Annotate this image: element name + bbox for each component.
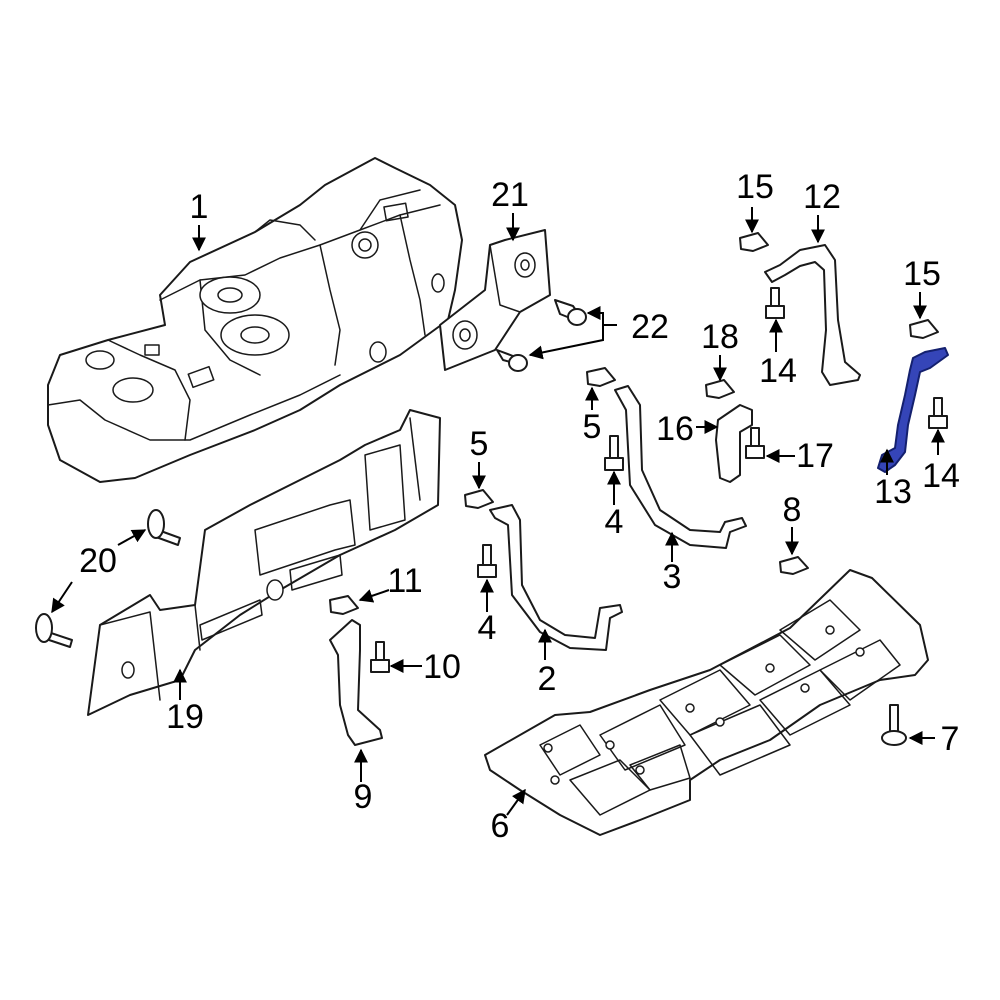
- clip-15-left: [739, 232, 769, 252]
- clip-5-lower: [464, 489, 494, 509]
- pin-7: [881, 704, 907, 746]
- callout-7: 7: [941, 720, 960, 758]
- callout-2: 2: [538, 660, 557, 698]
- callout-21: 21: [491, 176, 529, 214]
- callout-16: 16: [656, 410, 694, 448]
- callout-9: 9: [354, 778, 373, 816]
- callout-10: 10: [423, 648, 461, 686]
- clip-15-right: [909, 319, 939, 339]
- callout-19: 19: [166, 698, 204, 736]
- callout-3: 3: [663, 558, 682, 596]
- fuel-tank: [47, 157, 463, 483]
- skid-plate: [484, 569, 929, 836]
- bolt-4-lower: [477, 544, 497, 578]
- bracket-16: [715, 404, 753, 483]
- bolt-22-lower: [496, 349, 528, 372]
- callout-12: 12: [803, 178, 841, 216]
- callout-20: 20: [79, 542, 117, 580]
- tank-strap-12: [764, 244, 861, 386]
- callout-15-left: 15: [736, 168, 774, 206]
- bracket-9: [329, 619, 383, 746]
- clip-11: [329, 595, 359, 615]
- callout-4-upper: 4: [605, 503, 624, 541]
- bolt-4-upper: [604, 435, 624, 471]
- callout-5-upper: 5: [583, 408, 602, 446]
- fuel-tank-shield: [439, 229, 551, 371]
- callout-15-right: 15: [903, 255, 941, 293]
- clip-18: [705, 379, 735, 399]
- callout-14-right: 14: [922, 457, 960, 495]
- bolt-14-right: [928, 397, 948, 429]
- clip-5-upper: [586, 367, 616, 387]
- bolt-10: [370, 641, 390, 673]
- callout-13: 13: [874, 473, 912, 511]
- callout-11: 11: [387, 562, 422, 600]
- callout-4-lower: 4: [478, 609, 497, 647]
- bolt-14-left: [765, 287, 785, 319]
- tank-strap-2: [489, 504, 623, 651]
- clip-8: [779, 556, 809, 575]
- callout-14-left: 14: [759, 352, 797, 390]
- bolt-22-upper: [554, 299, 587, 326]
- callout-8: 8: [783, 491, 802, 529]
- callout-6: 6: [491, 807, 510, 845]
- callout-18: 18: [701, 318, 739, 356]
- side-heat-shield: [87, 409, 441, 716]
- callout-1: 1: [190, 188, 209, 226]
- pin-20-right: [147, 509, 181, 546]
- pin-20-left: [35, 613, 73, 648]
- callout-17: 17: [796, 437, 834, 475]
- callout-5-lower: 5: [470, 425, 489, 463]
- callout-labels: 1 21 22 15 12 15 18 14 5 16 17 5 13 14 4…: [79, 168, 960, 845]
- tank-strap-3: [614, 385, 747, 549]
- leader-lines: [51, 207, 945, 816]
- bolt-17: [745, 427, 765, 459]
- callout-22: 22: [631, 308, 669, 346]
